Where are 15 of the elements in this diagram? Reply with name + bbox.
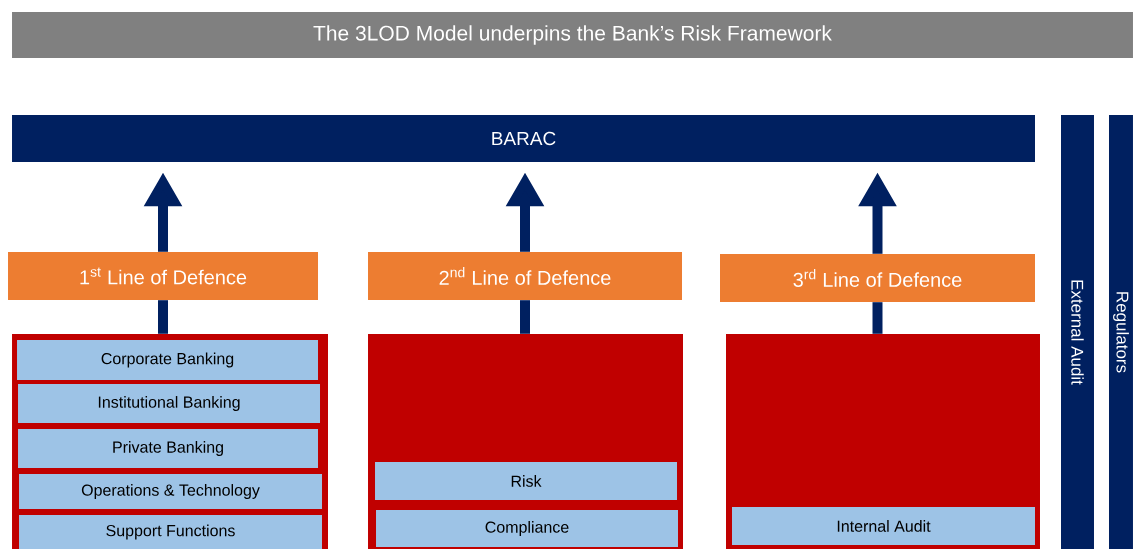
line-of-defence-box: 1$^{st}$ Line of Defence [8,252,318,300]
line-of-defence-box: 3$^{rd}$ Line of Defence [720,254,1035,302]
side-bar: Regulators [1109,115,1133,549]
unit-box: Private Banking [18,429,318,468]
unit-box: Internal Audit [732,507,1035,545]
side-bar: External Audit [1061,115,1094,549]
title-band: The 3LOD Model underpins the Bank’s Risk Framework [12,12,1133,58]
unit-box: Corporate Banking [17,340,318,380]
unit-box: Institutional Banking [18,384,320,423]
unit-box: Support Functions [19,515,322,549]
banner: BARAC [12,115,1035,162]
unit-box: Risk [375,462,677,500]
unit-box: Operations & Technology [19,474,322,509]
unit-box: Compliance [376,510,678,547]
line-of-defence-box: 2$^{nd}$ Line of Defence [368,252,682,300]
